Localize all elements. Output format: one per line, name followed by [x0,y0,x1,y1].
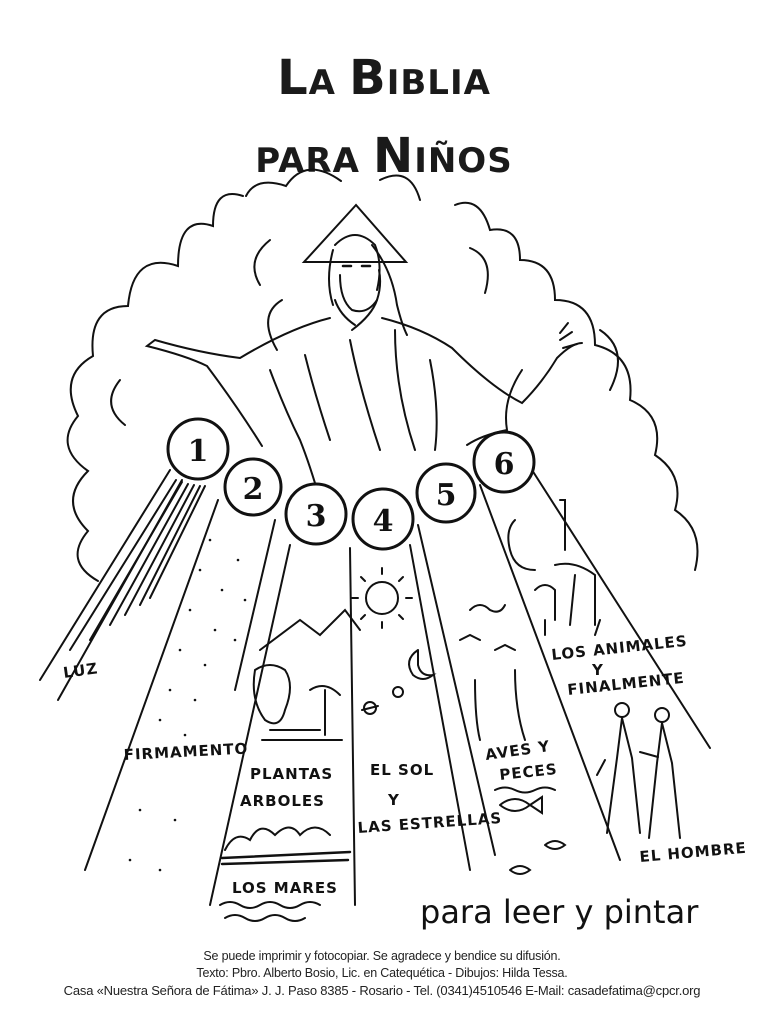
plants-scene [219,608,361,922]
label-los-mares: LOS MARES [232,879,338,897]
day-4-marker: 4 [351,487,415,551]
title-word-la-rest: A [308,63,336,103]
creation-rays [39,469,711,906]
title-line-1: LA BIBLIA [0,50,768,106]
footer-permission-text: Se puede imprimir y fotocopiar. Se agrad… [203,949,561,963]
animals-humans-scene [507,499,681,839]
label-el-sol: EL SOL [370,761,434,779]
svg-text:1: 1 [188,434,209,469]
label-el-hombre: EL HOMBRE [639,839,748,866]
title-word-biblia-rest: IBLIA [386,63,491,103]
label-luz: LUZ [62,659,99,682]
label-los-animales: LOS ANIMALES [551,632,689,664]
footer-contact: Casa «Nuestra Señora de Fátima» J. J. Pa… [63,983,701,998]
label-y-sol: Y [387,791,400,809]
sun-moon-scene [351,567,437,715]
title-word-para: PARA [255,141,360,181]
day-2-marker: 2 [223,457,283,517]
title-word-ninos-rest: IÑOS [414,141,513,181]
label-peces: PECES [499,760,559,784]
svg-text:4: 4 [373,504,394,539]
svg-text:6: 6 [494,447,515,482]
footer-credits: Texto: Pbro. Alberto Bosio, Lic. en Cate… [196,966,568,980]
day-3-marker: 3 [284,482,348,546]
label-aves-y: AVES Y [484,737,551,764]
svg-text:2: 2 [243,472,264,507]
label-firmamento: FIRMAMENTO [123,739,248,763]
title-initial-n: N [373,128,415,184]
day-labels: LUZ FIRMAMENTO PLANTAS ARBOLES LOS MARES… [62,632,747,897]
svg-text:3: 3 [306,499,327,534]
svg-text:5: 5 [436,478,457,513]
label-las-estrellas: LAS ESTRELLAS [357,809,503,837]
cloud-outline [66,168,699,582]
title-initial-l: L [277,50,309,106]
label-finalmente: FINALMENTE [567,669,686,699]
day-6-marker: 6 [472,430,536,494]
title-line-2: PARA NIÑOS [0,128,768,184]
firmament-stars [128,538,247,872]
day-5-marker: 5 [415,462,477,524]
halo-triangle [301,203,409,263]
tagline: para leer y pintar [420,893,699,931]
label-y-animales: Y [591,661,604,679]
god-figure [144,234,583,501]
label-arboles: ARBOLES [240,792,325,810]
title-initial-b: B [349,50,387,106]
label-plantas: PLANTAS [250,765,333,783]
day-1-marker: 1 [166,417,230,481]
day-markers: 1 2 3 4 5 6 [166,417,536,551]
birds-fish-scene [459,604,567,875]
